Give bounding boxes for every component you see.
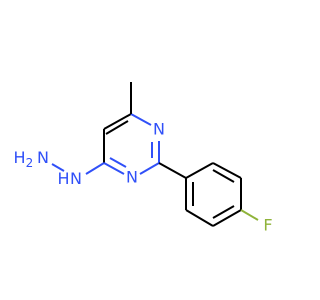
bond-ph4-ph5-double: [212, 205, 235, 219]
atom-nh2-n: N: [37, 148, 49, 167]
bond-ph4-ph5: [212, 209, 242, 227]
atom-n-ring-top: N: [153, 120, 165, 139]
atom-labels: N N H N H 2 N F: [13, 120, 272, 235]
atom-nh: H N: [57, 169, 82, 188]
atom-nh-h: H: [57, 169, 69, 188]
bond-c4-nh: [85, 162, 105, 175]
hydrazine-group: [51, 162, 105, 175]
bond-ph2-ph3-double: [212, 169, 235, 183]
atom-nh-n: N: [70, 169, 82, 188]
bond-c4-n3: [103, 162, 125, 175]
bond-c6-c5-double: [105, 120, 129, 135]
atom-nh2-sub: 2: [26, 156, 34, 170]
bond-c4-n3-double: [109, 157, 127, 168]
molecule-diagram: N N H N H 2 N F: [13, 82, 273, 235]
bond-nh-nh2: [51, 163, 65, 172]
fluorophenyl-ring: [158, 162, 259, 227]
bond-ph1-ph2: [185, 162, 214, 179]
bond-ph5-ph6: [185, 209, 214, 227]
pyrimidine-ring: [103, 113, 160, 175]
atom-fluorine: F: [263, 216, 272, 235]
atom-n-ring-bottom: N: [126, 168, 138, 187]
atom-nh2-h: H: [13, 148, 25, 167]
bond-c2-phenyl: [158, 162, 187, 179]
bond-n3-c2: [139, 162, 160, 175]
bond-c6-c5: [103, 113, 132, 130]
bond-ph4-f: [240, 209, 259, 221]
bond-n1-c6: [130, 113, 152, 126]
atom-nh2: H 2 N: [13, 148, 49, 172]
bond-ph2-ph3: [212, 162, 242, 179]
